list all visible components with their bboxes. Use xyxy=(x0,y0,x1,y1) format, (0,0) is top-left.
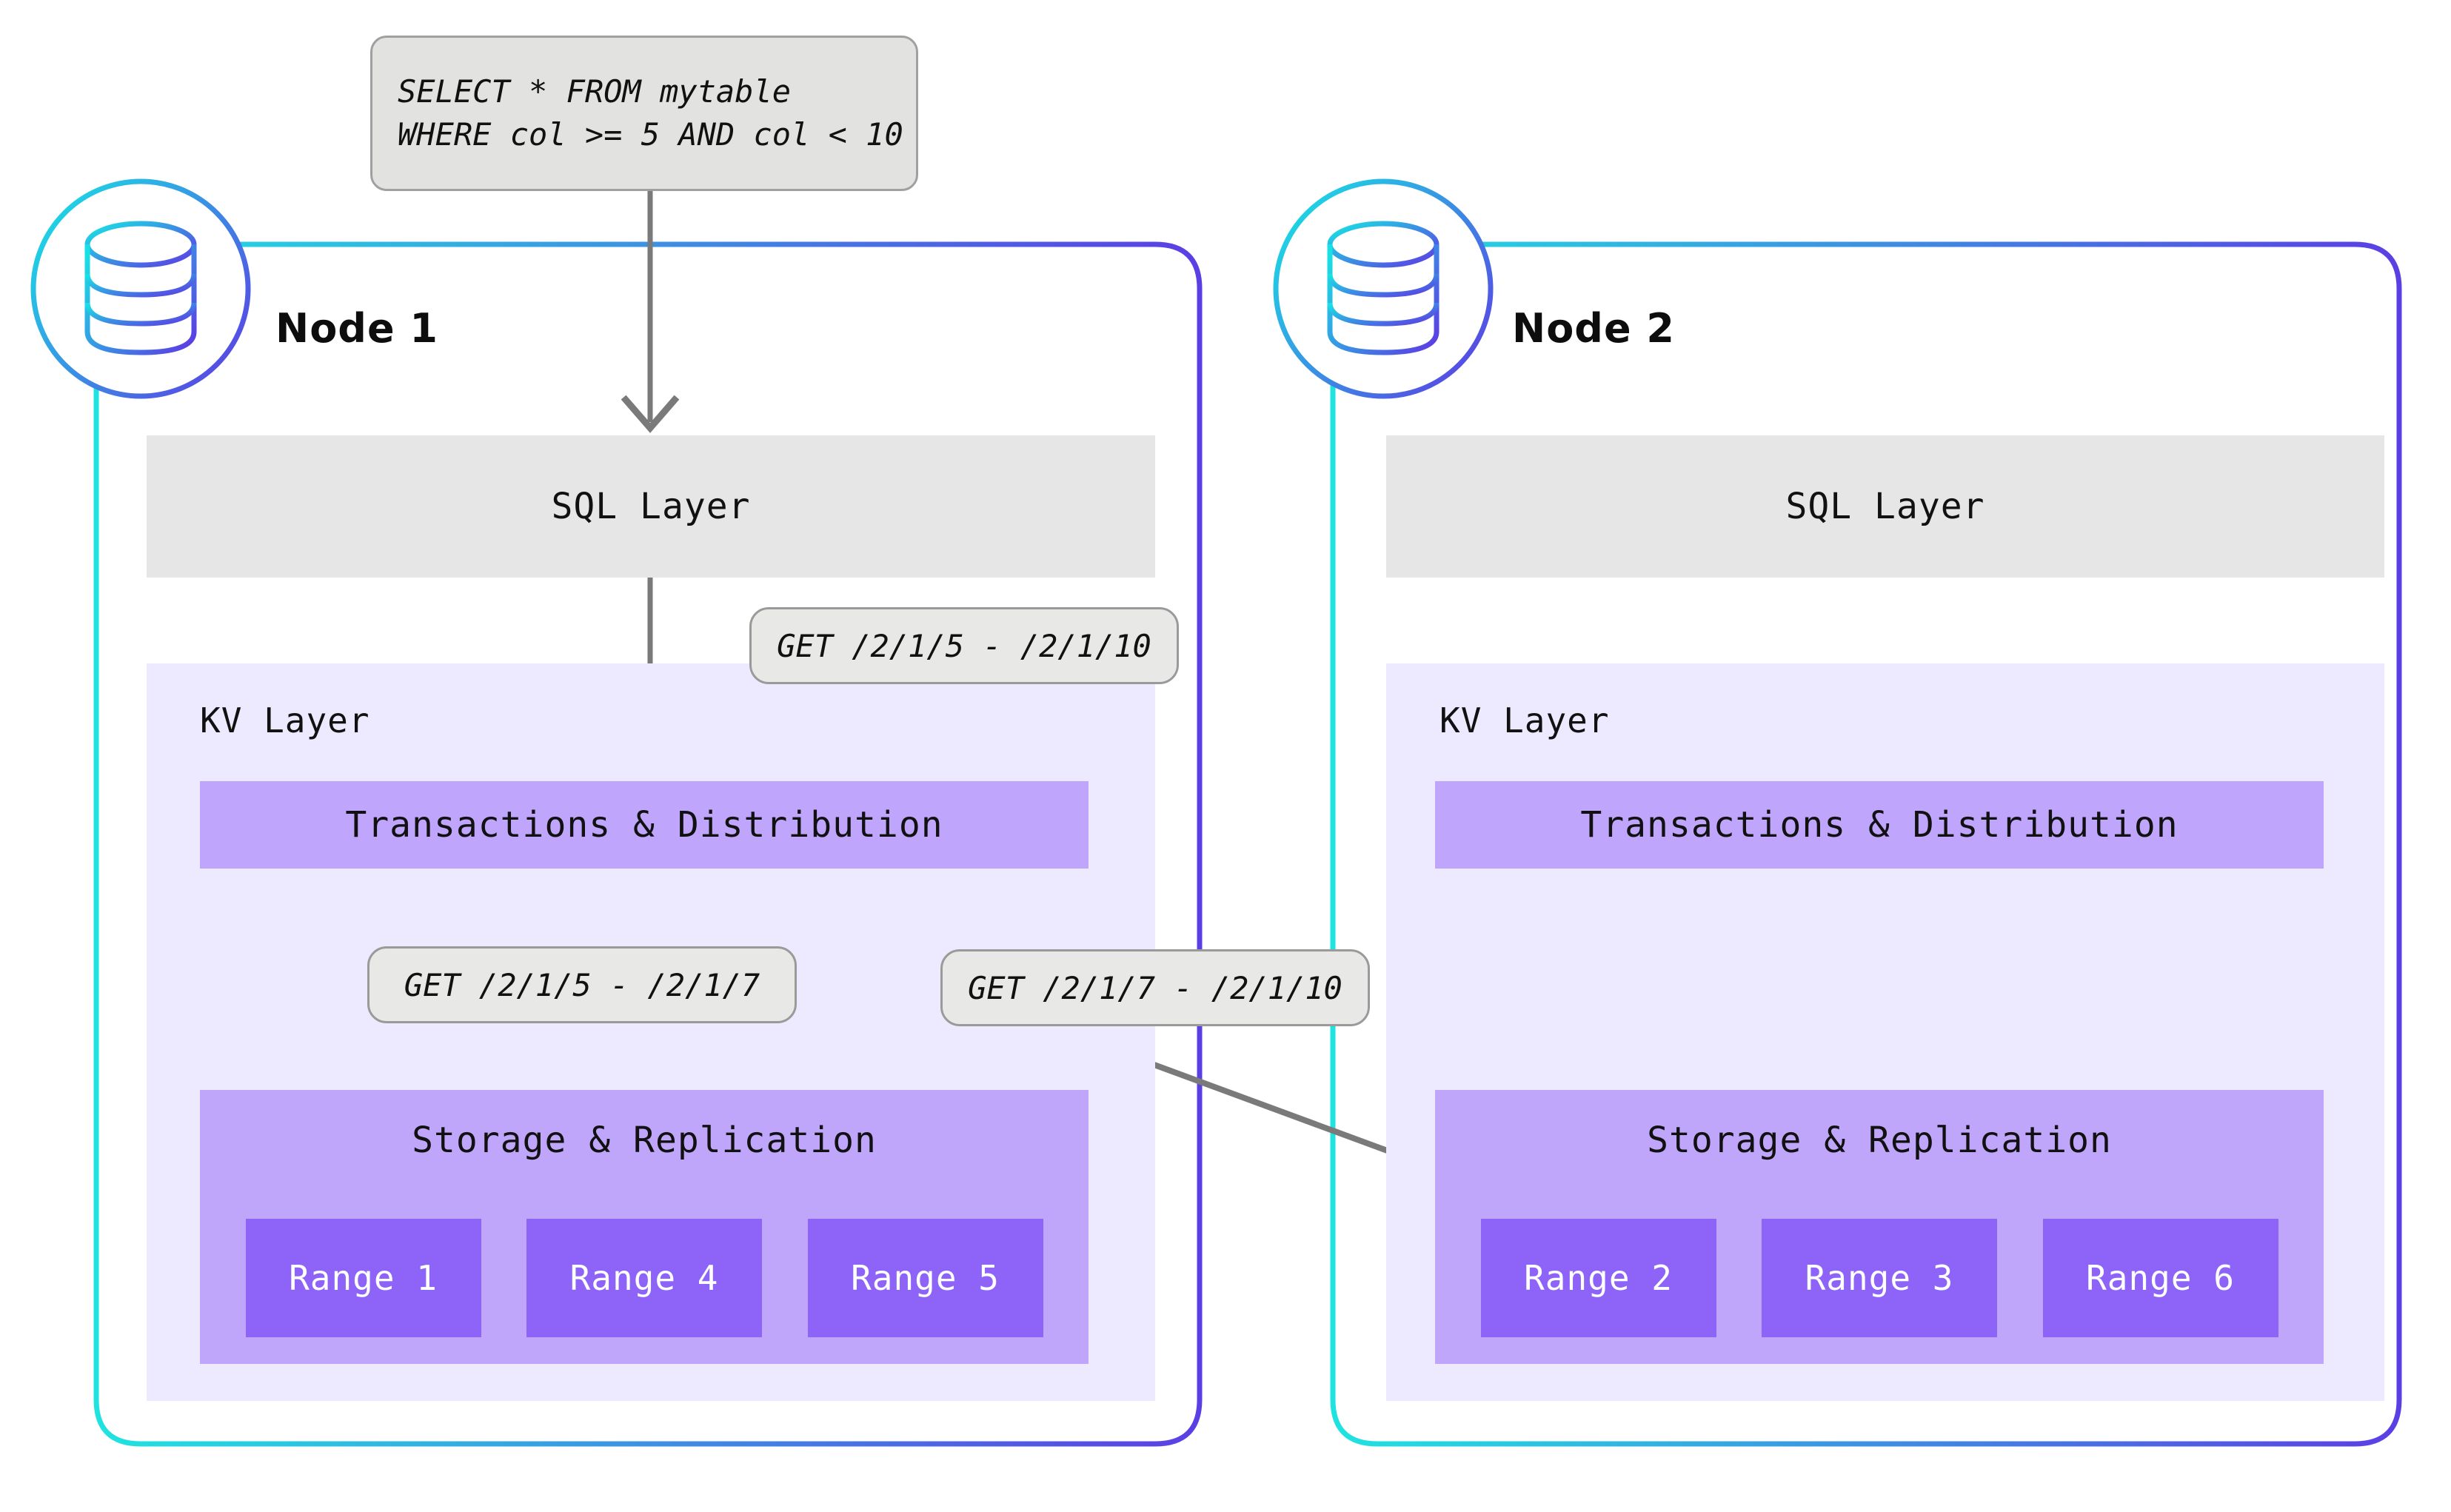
node-1-storage-box: Storage & Replication Range 1 Range 4 Ra… xyxy=(200,1090,1089,1364)
node-1-transactions-bar: Transactions & Distribution xyxy=(200,781,1089,869)
node-2-transactions-label: Transactions & Distribution xyxy=(1580,804,2179,846)
node-2-range-row: Range 2 Range 3 Range 6 xyxy=(1435,1219,2324,1337)
node-2-title: Node 2 xyxy=(1512,305,1675,352)
range-label: Range 6 xyxy=(2086,1258,2235,1298)
sql-query-line-2: WHERE col >= 5 AND col < 10 xyxy=(398,116,903,153)
node-1-title: Node 1 xyxy=(275,305,438,352)
node-2-storage-box: Storage & Replication Range 2 Range 3 Ra… xyxy=(1435,1090,2324,1364)
range-box: Range 1 xyxy=(245,1219,481,1337)
range-box: Range 2 xyxy=(1480,1219,1716,1337)
callout-sql-to-kv: GET /2/1/5 - /2/1/10 xyxy=(749,607,1179,684)
sql-query-box: SELECT * FROM mytable WHERE col >= 5 AND… xyxy=(370,36,918,191)
node-2-storage-label: Storage & Replication xyxy=(1647,1120,2112,1161)
node-2-sql-layer: SQL Layer xyxy=(1386,435,2384,578)
node-1-storage-label: Storage & Replication xyxy=(412,1120,877,1161)
callout-kv-to-local-range-text: GET /2/1/5 - /2/1/7 xyxy=(404,966,760,1003)
node-1-database-icon xyxy=(30,178,251,399)
node-1-transactions-label: Transactions & Distribution xyxy=(345,804,943,846)
node-1-sql-layer-label: SQL Layer xyxy=(551,486,751,527)
range-box: Range 4 xyxy=(526,1219,762,1337)
callout-kv-to-remote-range: GET /2/1/7 - /2/1/10 xyxy=(940,949,1370,1026)
node-2-transactions-bar: Transactions & Distribution xyxy=(1435,781,2324,869)
node-2-database-icon xyxy=(1273,178,1494,399)
range-label: Range 3 xyxy=(1805,1258,1954,1298)
range-label: Range 1 xyxy=(289,1258,438,1298)
range-box: Range 5 xyxy=(807,1219,1043,1337)
node-1-sql-layer: SQL Layer xyxy=(147,435,1155,578)
node-2-sql-layer-label: SQL Layer xyxy=(1785,486,1985,527)
sql-query-line-1: SELECT * FROM mytable xyxy=(398,73,792,110)
range-label: Range 2 xyxy=(1524,1258,1673,1298)
arrow-query-to-sql-layer xyxy=(621,191,680,433)
range-label: Range 5 xyxy=(851,1258,1000,1298)
range-label: Range 4 xyxy=(569,1258,719,1298)
callout-kv-to-remote-range-text: GET /2/1/7 - /2/1/10 xyxy=(968,969,1342,1006)
callout-sql-to-kv-text: GET /2/1/5 - /2/1/10 xyxy=(777,627,1151,664)
range-box: Range 3 xyxy=(1762,1219,1997,1337)
node-2-kv-layer-label: KV Layer xyxy=(1439,700,1610,740)
callout-kv-to-local-range: GET /2/1/5 - /2/1/7 xyxy=(367,946,797,1023)
node-1-range-row: Range 1 Range 4 Range 5 xyxy=(200,1219,1089,1337)
node-1-kv-layer-label: KV Layer xyxy=(200,700,370,740)
range-box: Range 6 xyxy=(2042,1219,2278,1337)
